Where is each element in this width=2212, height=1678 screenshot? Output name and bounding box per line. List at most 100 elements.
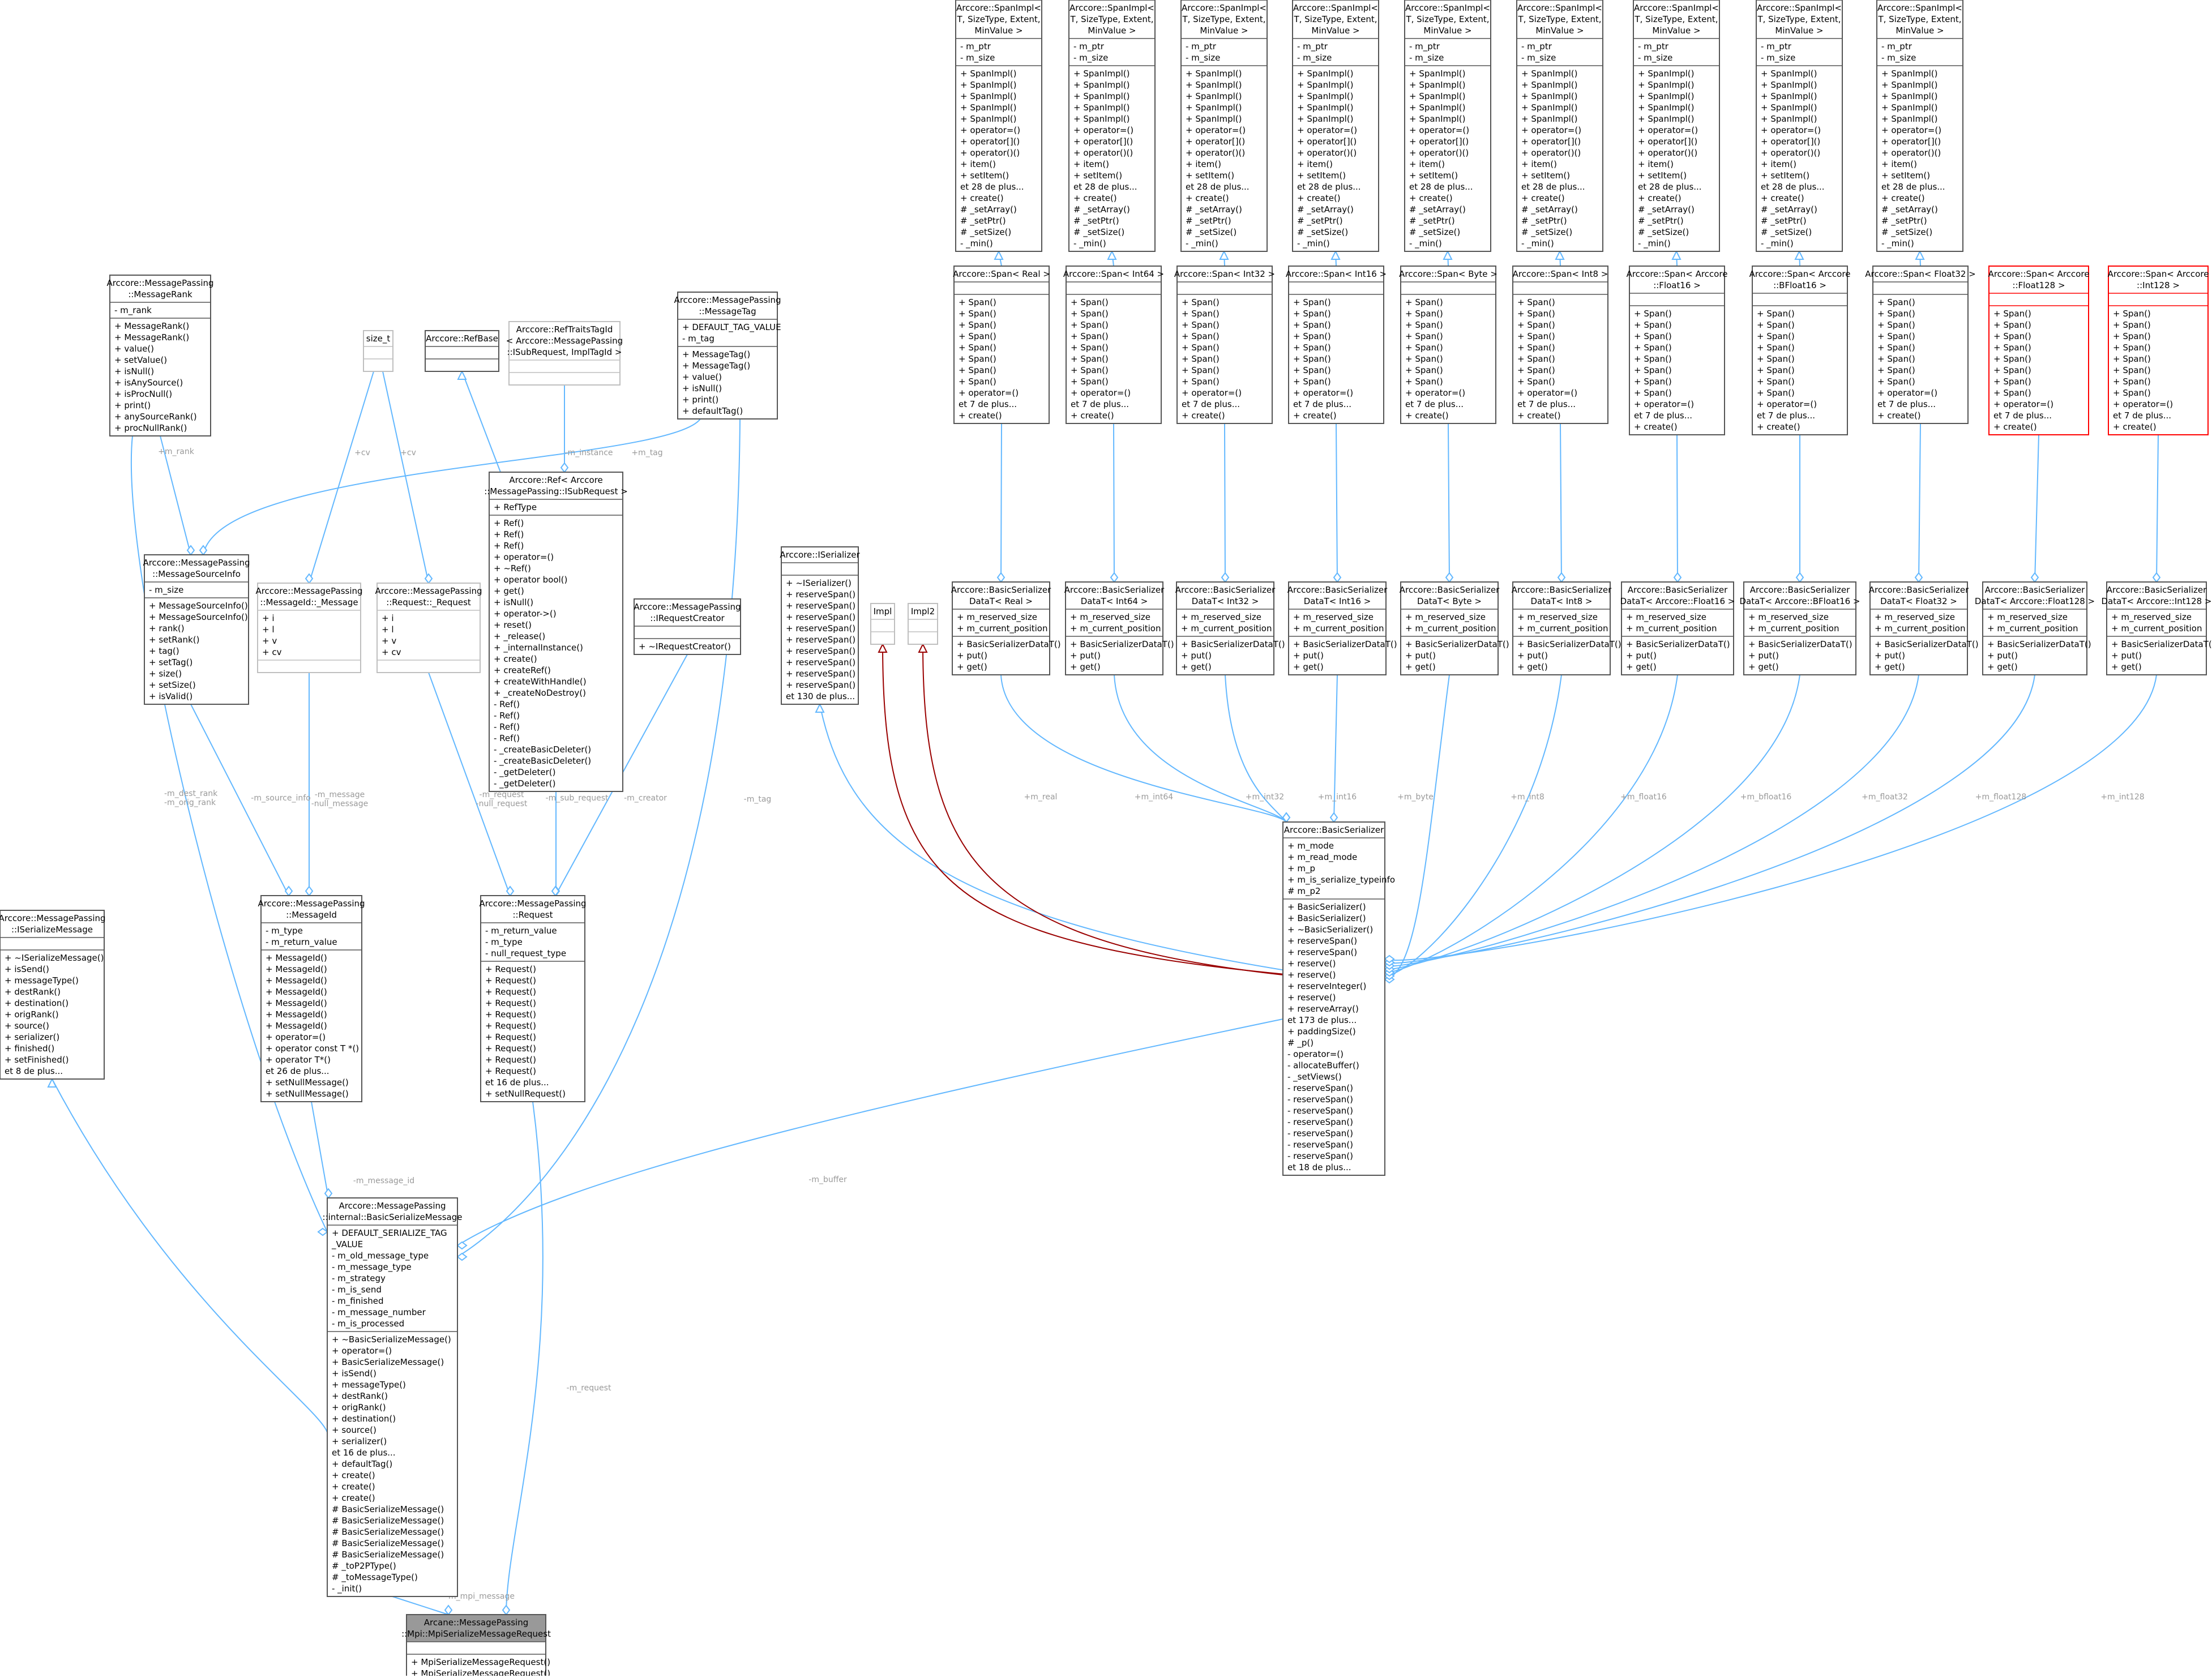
class-span-0[interactable]: Arccore::Span< Real >+ Span()+ Span()+ S… (953, 266, 1050, 424)
class-basic-serializer-data-1[interactable]: Arccore::BasicSerializerDataT< Int64 >+ … (1064, 581, 1174, 675)
class-size-t[interactable]: size_t (363, 330, 393, 372)
class-irequest-creator[interactable]: Arccore::MessagePassing::IRequestCreator… (634, 598, 741, 655)
class-basic-serializer-data-0[interactable]: Arccore::BasicSerializerDataT< Real >+ m… (951, 581, 1061, 675)
class-span-4[interactable]: Arccore::Span< Byte >+ Span()+ Span()+ S… (1399, 266, 1498, 424)
class-name: Arccore::BasicSerializer (1750, 585, 1850, 595)
class-method: + create() (1761, 193, 1804, 203)
class-span-impl-1[interactable]: Arccore::SpanImpl<T, SizeType, Extent,Mi… (1068, 0, 1156, 252)
class-name: T, SizeType, Extent, (1405, 14, 1489, 24)
class-basic-serializer-data-5[interactable]: Arccore::BasicSerializerDataT< Int8 >+ m… (1512, 581, 1621, 675)
class-method: + SpanImpl() (1073, 69, 1130, 79)
class-box (955, 0, 1042, 252)
class-span-impl-3[interactable]: Arccore::SpanImpl<T, SizeType, Extent,Mi… (1292, 0, 1379, 252)
class-ref-isubrequest[interactable]: Arccore::Ref< Arccore::MessagePassing::I… (484, 472, 628, 792)
class-name: ::Float16 > (1653, 280, 1701, 290)
class-name: T, SizeType, Extent, (1877, 14, 1961, 24)
class-method: + SpanImpl() (1521, 91, 1578, 101)
class-method: + SpanImpl() (1073, 102, 1130, 113)
class-basic-serializer-data-9[interactable]: Arccore::BasicSerializerDataT< Arccore::… (1975, 581, 2095, 675)
class-basic-serialize-message[interactable]: Arccore::MessagePassing::internal::Basic… (323, 1197, 463, 1597)
inheritance-arrow (1794, 250, 1804, 260)
class-attribute: + i (382, 613, 394, 623)
class-method: + SpanImpl() (1881, 69, 1938, 79)
class-method: + SpanImpl() (960, 91, 1017, 101)
class-request[interactable]: Arccore::MessagePassing::Request- m_retu… (479, 895, 587, 1102)
class-method: # _setSize() (1761, 227, 1812, 238)
class-method: + put() (1517, 650, 1548, 661)
class-method: + Span() (1877, 320, 1915, 330)
class-method: + SpanImpl() (1297, 80, 1354, 90)
aggregation-diamond (2152, 572, 2161, 583)
class-box (1512, 266, 1608, 424)
class-impl2[interactable]: Impl2 (908, 603, 938, 645)
class-span-1[interactable]: Arccore::Span< Int64 >+ Span()+ Span()+ … (1063, 266, 1164, 424)
class-span-impl-4[interactable]: Arccore::SpanImpl<T, SizeType, Extent,Mi… (1404, 0, 1491, 252)
class-basic-serializer-data-10[interactable]: Arccore::BasicSerializerDataT< Arccore::… (2101, 581, 2212, 675)
class-attribute: + m_reserved_size (1070, 612, 1150, 623)
aggregation-diamond (186, 545, 195, 556)
class-method: + Span() (1071, 376, 1109, 387)
class-message-id-message[interactable]: Arccore::MessagePassing::MessageId::_Mes… (255, 583, 363, 673)
edge-label: -m_tag (744, 795, 772, 804)
class-message-tag[interactable]: Arccore::MessagePassing::MessageTag+ DEF… (674, 292, 781, 419)
class-method: + setItem() (1409, 170, 1458, 181)
class-name: Arccore::Span< Int32 > (1174, 269, 1275, 279)
class-basic-serializer-data-6[interactable]: Arccore::BasicSerializerDataT< Arccore::… (1620, 581, 1735, 675)
class-method: + operator=() (1182, 388, 1242, 398)
class-method: et 28 de plus... (1073, 182, 1137, 192)
class-method: + Span() (1293, 354, 1331, 364)
class-span-7[interactable]: Arccore::Span< Arccore::BFloat16 >+ Span… (1749, 266, 1851, 435)
class-span-10[interactable]: Arccore::Span< Arccore::Int128 >+ Span()… (2108, 266, 2209, 435)
class-method: + Span() (1757, 365, 1795, 375)
inheritance-edge (461, 371, 501, 473)
class-span-impl-5[interactable]: Arccore::SpanImpl<T, SizeType, Extent,Mi… (1516, 0, 1603, 252)
class-method: # _setArray() (1638, 204, 1695, 215)
class-box (489, 472, 623, 792)
class-span-5[interactable]: Arccore::Span< Int8 >+ Span()+ Span()+ S… (1512, 266, 1608, 424)
class-message-source-info[interactable]: Arccore::MessagePassing::MessageSourceIn… (143, 554, 250, 705)
class-impl[interactable]: Impl (870, 603, 895, 645)
class-method: + get() (1626, 662, 1657, 672)
class-message-rank[interactable]: Arccore::MessagePassing::MessageRank- m_… (106, 275, 214, 436)
class-ref-traits[interactable]: Arccore::RefTraitsTagId< Arccore::Messag… (506, 321, 623, 386)
inheritance-edge (819, 704, 1385, 986)
class-method: + Ref() (494, 518, 524, 528)
class-span-impl-7[interactable]: Arccore::SpanImpl<T, SizeType, Extent,Mi… (1756, 0, 1843, 252)
class-method: + Span() (1877, 297, 1915, 307)
class-mpi-serialize-message-request[interactable]: Arcane::MessagePassing::Mpi::MpiSerializ… (401, 1614, 551, 1678)
class-method: + Span() (1517, 331, 1555, 341)
class-request-request[interactable]: Arccore::MessagePassing::Request::_Reque… (375, 583, 482, 673)
class-method: - _setViews() (1287, 1072, 1342, 1082)
class-basic-serializer-data-2[interactable]: Arccore::BasicSerializerDataT< Int32 >+ … (1175, 581, 1285, 675)
class-name: Arccore::Span< Byte > (1399, 269, 1498, 279)
class-name: Impl (874, 606, 892, 617)
class-method: + Span() (2113, 320, 2151, 330)
class-span-impl-2[interactable]: Arccore::SpanImpl<T, SizeType, Extent,Mi… (1180, 0, 1268, 252)
class-name: Arccore::SpanImpl< (1877, 3, 1962, 13)
class-method: + Span() (1517, 297, 1555, 307)
class-span-3[interactable]: Arccore::Span< Int16 >+ Span()+ Span()+ … (1286, 266, 1387, 424)
class-method: et 7 de plus... (1634, 410, 1692, 421)
class-span-2[interactable]: Arccore::Span< Int32 >+ Span()+ Span()+ … (1174, 266, 1275, 424)
class-attribute: - m_ptr (1638, 41, 1669, 52)
class-span-impl-0[interactable]: Arccore::SpanImpl<T, SizeType, Extent,Mi… (955, 0, 1042, 252)
class-span-impl-6[interactable]: Arccore::SpanImpl<T, SizeType, Extent,Mi… (1633, 0, 1720, 252)
class-basic-serializer-data-7[interactable]: Arccore::BasicSerializerDataT< Arccore::… (1739, 581, 1860, 675)
class-ref-base[interactable]: Arccore::RefBase (425, 330, 499, 372)
class-message-id[interactable]: Arccore::MessagePassing::MessageId- m_ty… (258, 895, 365, 1102)
class-span-9[interactable]: Arccore::Span< Arccore::Float128 >+ Span… (1988, 266, 2090, 435)
class-span-8[interactable]: Arccore::Span< Float32 >+ Span()+ Span()… (1865, 266, 1976, 424)
class-basic-serializer[interactable]: Arccore::BasicSerializer+ m_mode+ m_read… (1282, 821, 1395, 1176)
class-method: + defaultTag() (332, 1459, 392, 1469)
class-basic-serializer-data-8[interactable]: Arccore::BasicSerializerDataT< Float32 >… (1869, 581, 1979, 675)
relation-edge (1384, 674, 1800, 970)
class-method: + Span() (1517, 376, 1555, 387)
class-basic-serializer-data-3[interactable]: Arccore::BasicSerializerDataT< Int16 >+ … (1287, 581, 1397, 675)
class-basic-serializer-data-4[interactable]: Arccore::BasicSerializerDataT< Byte >+ m… (1400, 581, 1509, 675)
class-iserialize-message[interactable]: Arccore::MessagePassing::ISerializeMessa… (0, 910, 106, 1080)
class-span-impl-8[interactable]: Arccore::SpanImpl<T, SizeType, Extent,Mi… (1876, 0, 1963, 252)
composition-edge (1560, 423, 1562, 583)
class-span-6[interactable]: Arccore::Span< Arccore::Float16 >+ Span(… (1627, 266, 1728, 435)
class-name: T, SizeType, Extent, (1293, 14, 1377, 24)
class-iserializer[interactable]: Arccore::ISerializer+ ~ISerializer()+ re… (780, 546, 860, 705)
